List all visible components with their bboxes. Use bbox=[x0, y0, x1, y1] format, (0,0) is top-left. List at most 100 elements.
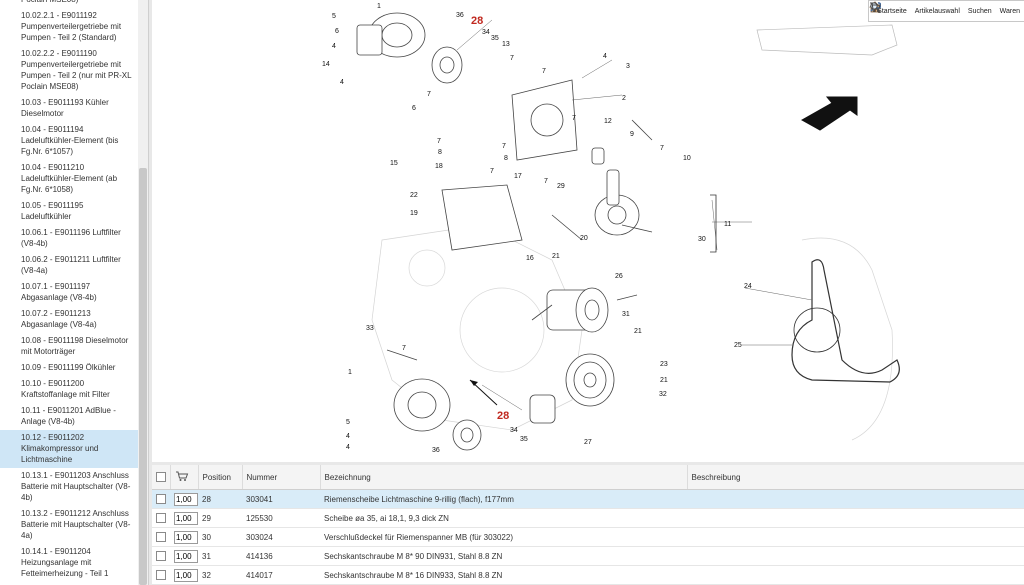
home-label: Startseite bbox=[877, 7, 907, 15]
label-35-top: 35 bbox=[491, 35, 499, 42]
label-13: 13 bbox=[502, 41, 510, 48]
quantity-input[interactable] bbox=[174, 511, 198, 525]
column-name[interactable]: Bezeichnung bbox=[320, 465, 688, 490]
row-checkbox-cell[interactable] bbox=[152, 527, 170, 547]
toolbar: Startseite Artikelauswahl Suchen Waren bbox=[868, 0, 1024, 22]
cart-button[interactable]: Waren bbox=[870, 2, 1020, 15]
sidebar-item[interactable]: 10.11 - E9011201 AdBlue - Anlage (V8-4b) bbox=[21, 406, 116, 426]
sidebar-item[interactable]: 10.03 - E9011193 Kühler Dieselmotor bbox=[21, 98, 109, 118]
row-checkbox-cell[interactable] bbox=[152, 489, 170, 509]
label-7-c: 7 bbox=[427, 91, 431, 98]
sidebar-item[interactable]: 10.05 - E9011195 Ladeluftkühler bbox=[21, 201, 84, 221]
home-button[interactable]: Startseite bbox=[869, 1, 907, 15]
label-7-a: 7 bbox=[510, 55, 514, 62]
label-21-b: 21 bbox=[634, 328, 642, 335]
row-checkbox[interactable] bbox=[156, 494, 166, 504]
quantity-input[interactable] bbox=[174, 492, 198, 506]
sidebar-item[interactable]: 10.04 - E9011194 Ladeluftkühler-Element … bbox=[21, 125, 119, 156]
sidebar-item[interactable]: 10.07.1 - E9011197 Abgasanlage (V8-4b) bbox=[21, 282, 97, 302]
label-21-a: 21 bbox=[552, 253, 560, 260]
quantity-input[interactable] bbox=[174, 530, 198, 544]
description-cell bbox=[687, 508, 1024, 528]
label-6-top: 6 bbox=[335, 28, 339, 35]
select-all-checkbox[interactable] bbox=[156, 472, 166, 482]
number-cell: 303024 bbox=[242, 527, 320, 547]
quantity-input[interactable] bbox=[174, 549, 198, 563]
sidebar-item[interactable]: 10.07.2 - E9011213 Abgasanlage (V8-4a) bbox=[21, 309, 97, 329]
cart-label: Waren bbox=[999, 7, 1020, 15]
sidebar-item[interactable]: 10.02.2.2 - E9011190 Pumpenverteilergetr… bbox=[21, 49, 132, 91]
row-checkbox-cell[interactable] bbox=[152, 546, 170, 566]
sidebar: Poclain MSE08) 10.02.2.1 - E9011192 Pumpe… bbox=[0, 0, 149, 585]
quantity-cell bbox=[170, 565, 198, 585]
number-cell: 303041 bbox=[242, 489, 320, 509]
drawing-canvas[interactable]: 5 6 4 14 4 1 36 28 34 35 13 7 7 4 3 2 7 … bbox=[152, 0, 1024, 462]
sidebar-item[interactable]: 10.10 - E9011200 Kraftstoffanlage mit Fi… bbox=[21, 379, 110, 399]
column-number[interactable]: Nummer bbox=[242, 465, 321, 490]
label-4-top: 4 bbox=[332, 43, 336, 50]
cart-icon bbox=[870, 2, 881, 12]
label-27: 27 bbox=[584, 439, 592, 446]
row-checkbox[interactable] bbox=[156, 532, 166, 542]
label-4-bottom-a: 4 bbox=[346, 433, 350, 440]
sidebar-item[interactable]: 10.06.1 - E9011196 Luftfilter (V8-4b) bbox=[21, 228, 121, 248]
vertical-splitter[interactable] bbox=[149, 0, 152, 585]
description-cell bbox=[687, 546, 1024, 566]
sidebar-item[interactable]: 10.13.1 - E9011203 Anschluss Batterie mi… bbox=[21, 471, 131, 502]
search-button[interactable]: Suchen bbox=[870, 2, 992, 15]
label-22: 22 bbox=[410, 192, 418, 199]
label-7-b: 7 bbox=[542, 68, 546, 75]
label-28-bottom: 28 bbox=[497, 410, 509, 422]
column-position[interactable]: Position bbox=[198, 465, 243, 490]
column-description[interactable]: Beschreibung bbox=[687, 465, 1024, 490]
sidebar-item[interactable]: Poclain MSE08) bbox=[0, 0, 138, 8]
name-cell: Sechskantschraube M 8* 90 DIN931, Stahl … bbox=[320, 546, 687, 566]
label-1-top: 1 bbox=[377, 3, 381, 10]
article-selection-button[interactable]: Artikelauswahl bbox=[870, 2, 960, 15]
sidebar-item[interactable]: 10.12 - E9011202 Klimakompressor und Lic… bbox=[0, 430, 138, 468]
row-checkbox[interactable] bbox=[156, 513, 166, 523]
label-10: 10 bbox=[683, 155, 691, 162]
label-23: 23 bbox=[660, 361, 668, 368]
label-6: 6 bbox=[412, 105, 416, 112]
label-7-f: 7 bbox=[572, 115, 576, 122]
sidebar-scrollbar[interactable] bbox=[138, 0, 148, 585]
label-7-i: 7 bbox=[544, 178, 548, 185]
label-8-a: 8 bbox=[438, 149, 442, 156]
number-cell: 414136 bbox=[242, 546, 320, 566]
exploded-drawing[interactable]: 5 6 4 14 4 1 36 28 34 35 13 7 7 4 3 2 7 … bbox=[152, 0, 1024, 462]
horizontal-splitter[interactable] bbox=[152, 462, 1024, 465]
name-cell: Riemenscheibe Lichtmaschine 9-rillig (fl… bbox=[320, 489, 687, 509]
select-all-header[interactable] bbox=[152, 465, 171, 490]
sidebar-item[interactable]: 10.14.1 - E9011204 Heizungsanlage mit Fe… bbox=[21, 547, 109, 578]
label-4-bottom-b: 4 bbox=[346, 444, 350, 451]
sidebar-item[interactable]: 10.13.2 - E9011212 Anschluss Batterie mi… bbox=[21, 509, 131, 540]
sidebar-item[interactable]: 10.02.2.1 - E9011192 Pumpenverteilergetr… bbox=[21, 11, 122, 42]
sidebar-scrollbar-thumb[interactable] bbox=[139, 168, 147, 585]
label-11: 11 bbox=[724, 221, 731, 228]
quantity-cell bbox=[170, 546, 198, 566]
row-checkbox-cell[interactable] bbox=[152, 508, 170, 528]
sidebar-item[interactable]: 10.09 - E9011199 Ölkühler bbox=[21, 363, 116, 372]
description-cell bbox=[687, 527, 1024, 547]
sidebar-item[interactable]: 10.06.2 - E9011211 Luftfilter (V8-4a) bbox=[21, 255, 121, 275]
label-7-d: 7 bbox=[437, 138, 441, 145]
label-17: 17 bbox=[514, 173, 522, 180]
row-checkbox-cell[interactable] bbox=[152, 565, 170, 585]
name-cell: Sechskantschraube M 8* 16 DIN933, Stahl … bbox=[320, 565, 687, 585]
label-5-top: 5 bbox=[332, 13, 336, 20]
label-33: 33 bbox=[366, 325, 374, 332]
quantity-input[interactable] bbox=[174, 568, 198, 582]
row-checkbox[interactable] bbox=[156, 570, 166, 580]
sidebar-item[interactable]: 10.08 - E9011198 Dieselmotor mit Motortr… bbox=[21, 336, 129, 356]
table-header-row: Position Nummer Bezeichnung Beschreibung bbox=[152, 465, 1024, 490]
cart-icon bbox=[175, 471, 188, 481]
label-35-bottom: 35 bbox=[520, 436, 528, 443]
row-checkbox[interactable] bbox=[156, 551, 166, 561]
sidebar-item[interactable]: 10.04 - E9011210 Ladeluftkühler-Element … bbox=[21, 163, 118, 194]
